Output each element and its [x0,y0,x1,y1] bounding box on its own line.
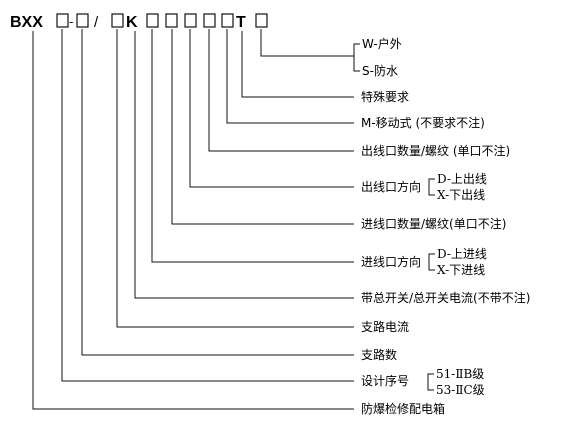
sublabel-outlet-down: X-下出线 [437,188,485,202]
sublabel-grade-c: 53-ⅡC级 [436,383,485,397]
code-box-design-serial [56,13,69,28]
label-outlet-count: 出线口数量/螺纹 (单口不注) [361,143,510,158]
leader-outlet-dir [189,29,354,188]
code-dash: - [69,14,73,29]
sublabel-grade-b: 51-ⅡB级 [436,367,484,381]
label-branch-current: 支路电流 [361,319,409,334]
sublabel-inlet-down: X-下进线 [437,263,485,277]
leader-inlet-count [171,29,354,225]
code-box-outdoor-waterproof [255,13,268,28]
label-branch-count: 支路数 [361,347,397,362]
code-t: T [236,14,246,31]
label-main-switch: 带总开关/总开关电流(不带不注) [361,290,530,305]
leader-branch-current [116,29,354,328]
label-product: 防爆检修配电箱 [361,401,445,416]
bracket-outdoor [353,43,360,72]
code-k: K [126,14,138,31]
leader-branch-count [81,29,354,356]
leader-outlet-count [208,29,354,152]
code-box-inlet-count [184,13,197,28]
leader-inlet-dir [151,29,354,263]
sublabel-inlet-up: D-上进线 [437,247,487,261]
label-waterproof: S-防水 [362,63,398,78]
leader-mobile [226,29,354,124]
label-outlet-direction: 出线口方向 [361,179,421,194]
code-box-outlet-direction [203,13,216,28]
labels: W-户外 S-防水 特殊要求 M-移动式 (不要求不注) 出线口数量/螺纹 (单… [361,36,530,416]
code-prefix: BXX [10,14,43,31]
label-inlet-direction: 进线口方向 [361,254,421,269]
code-box-branch-count [76,13,89,28]
label-design-serial: 设计序号 [361,373,409,388]
leader-lines [32,29,435,410]
bracket-inlet-dir [428,253,435,271]
model-code: BXX - / K T [10,13,268,31]
sublabel-outlet-up: D-上出线 [437,172,487,186]
code-slash: / [94,14,99,31]
label-special-requirement: 特殊要求 [361,89,409,104]
sublabels: D-上出线 X-下出线 D-上进线 X-下进线 51-ⅡB级 53-ⅡC级 [436,172,487,397]
label-inlet-count: 进线口数量/螺纹(单口不注) [361,216,506,231]
label-mobile: M-移动式 (不要求不注) [361,115,485,130]
label-outdoor: W-户外 [362,36,402,51]
code-box-main-switch [146,13,159,28]
leader-special [241,31,354,98]
bracket-design-serial [427,373,434,391]
code-box-inlet-direction [165,13,178,28]
leader-design-serial [61,29,354,382]
leader-product [32,31,354,410]
code-box-branch-current [111,13,124,28]
leader-outdoor [260,29,354,57]
bracket-outlet-dir [428,178,435,196]
code-box-outlet-count [221,13,234,28]
leader-main-switch [134,31,354,299]
